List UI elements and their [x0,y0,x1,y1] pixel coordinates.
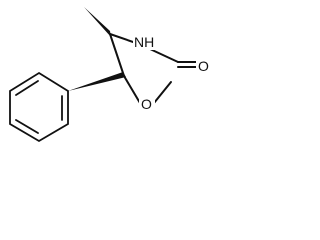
benzene-inner-bond-3 [15,119,39,134]
bond-c4-n3 [109,33,137,44]
molecule-drawing: NH O O [9,7,211,143]
nh-label-mask [133,32,155,50]
ring-oxygen-label-mask [139,95,155,112]
chemical-structure-canvas: NH O O [0,0,220,156]
carbonyl-oxygen-label: O [198,58,209,74]
methyl-wedge-bond [84,7,111,37]
ring-oxygen-label: O [141,96,152,112]
bond-o1-c5 [123,75,141,104]
phenyl-wedge-bond [68,72,126,91]
bond-c2-o1 [153,81,172,104]
benzene-ring [9,71,69,143]
benzene-inner-bond-1 [15,80,39,96]
carbonyl-oxygen-label-mask [196,57,211,74]
nh-atom-label: NH [134,34,154,50]
bond-n3-c2 [149,48,179,63]
bond-c5-c4 [109,33,125,77]
